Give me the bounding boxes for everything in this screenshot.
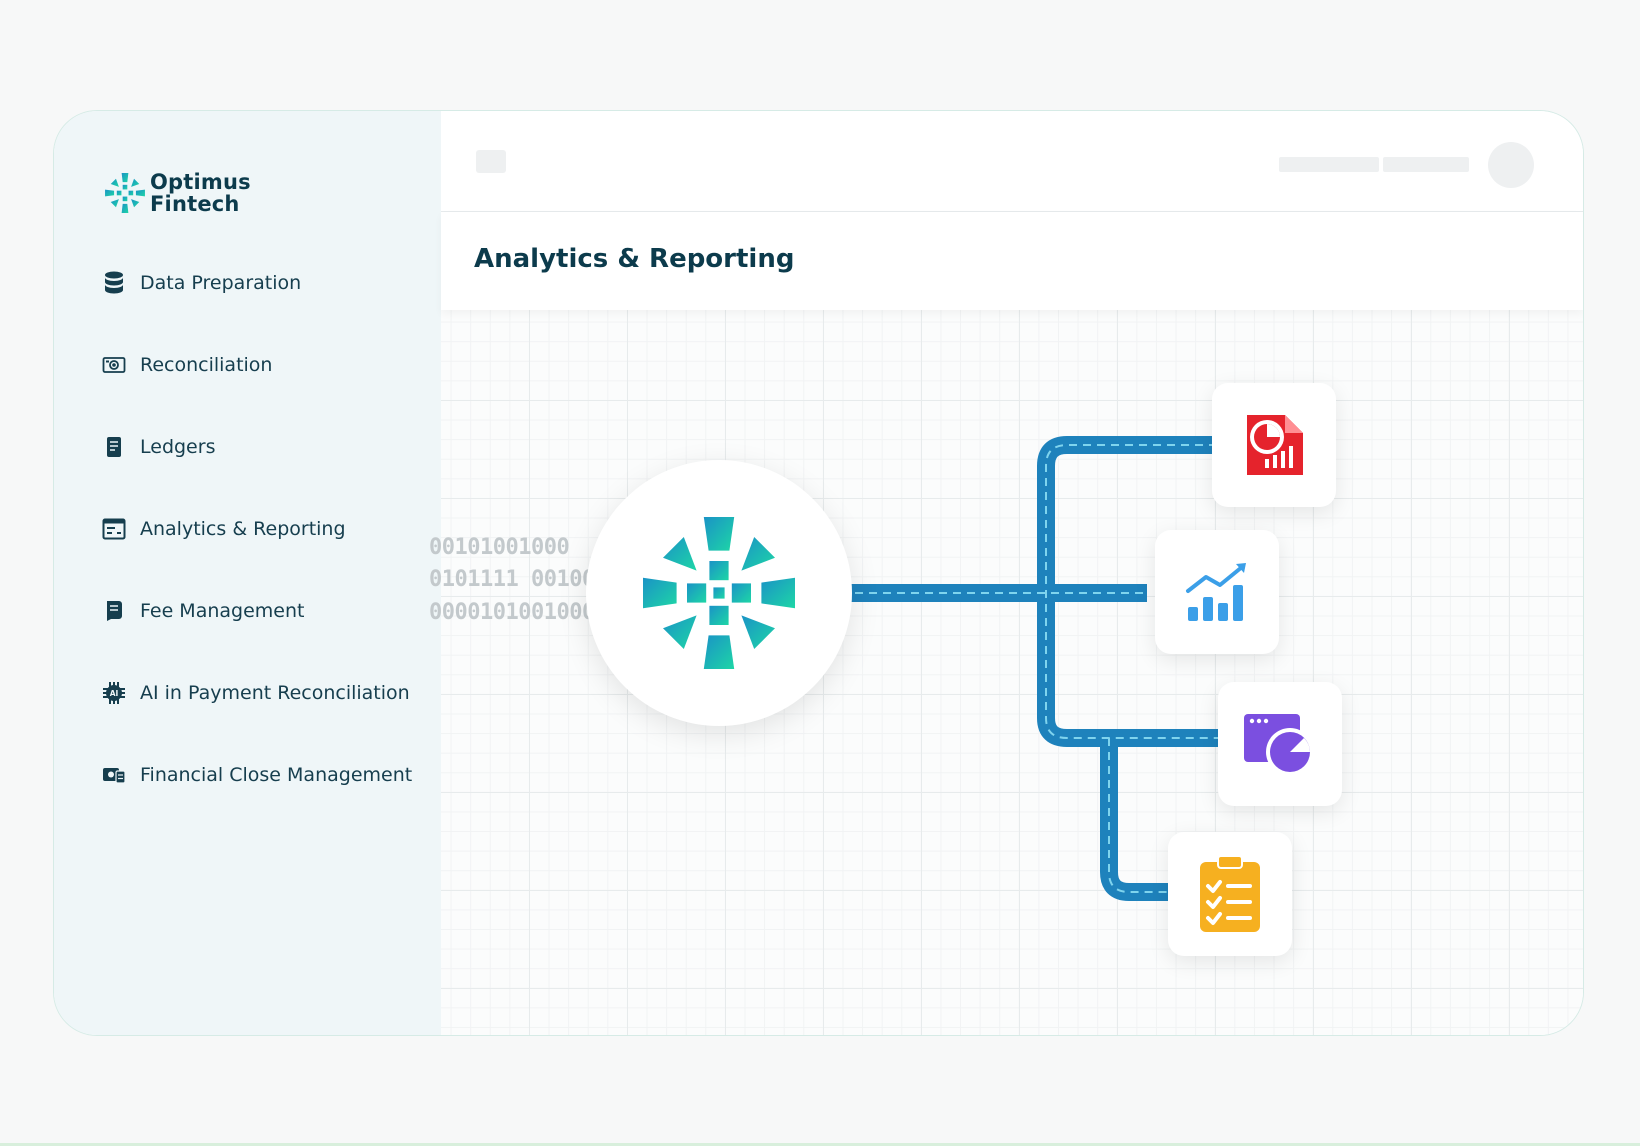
sidebar-item-ai-payment-reconciliation[interactable]: AI AI in Payment Reconciliation: [102, 681, 410, 705]
hub-logo-circle: [586, 460, 852, 726]
sidebar-item-label: Reconciliation: [140, 354, 273, 376]
topbar-placeholder-2: [1383, 157, 1469, 172]
fee-icon: [102, 599, 126, 623]
sidebar-item-label: Financial Close Management: [140, 764, 413, 786]
brand-logo[interactable]: Optimus Fintech: [104, 171, 251, 215]
dashboard-pie-icon: [1244, 714, 1314, 776]
sidebar-item-ledgers[interactable]: Ledgers: [102, 435, 215, 459]
report-card[interactable]: [1212, 383, 1336, 507]
bar-chart-icon: [1186, 563, 1246, 621]
optimus-hub-icon: [643, 517, 795, 669]
financial-close-icon: [102, 763, 126, 787]
topbar-placeholder-1: [1279, 157, 1379, 172]
brand-line1: Optimus: [150, 170, 251, 194]
checklist-card[interactable]: [1168, 832, 1292, 956]
sidebar-item-analytics-reporting[interactable]: Analytics & Reporting: [102, 517, 346, 541]
sidebar-item-reconciliation[interactable]: Reconciliation: [102, 353, 272, 377]
main-area: Analytics & Reporting 00101001000 010111…: [429, 111, 1583, 1035]
sidebar-item-label: Data Preparation: [140, 272, 302, 294]
binary-text-line: 0000101001000: [429, 600, 595, 625]
workflow-canvas: 00101001000 0101111 00100 0000101001000: [429, 310, 1583, 1035]
analytics-icon: [102, 517, 126, 541]
sidebar-item-data-preparation[interactable]: Data Preparation: [102, 271, 301, 295]
avatar[interactable]: [1488, 142, 1534, 188]
bottom-edge: [0, 1143, 1640, 1146]
sidebar-item-financial-close[interactable]: Financial Close Management: [102, 763, 412, 787]
page-title: Analytics & Reporting: [474, 244, 795, 274]
sidebar-item-fee-management[interactable]: Fee Management: [102, 599, 304, 623]
optimus-logo-icon: [105, 173, 145, 213]
app-window: Optimus Fintech Data Preparation: [53, 110, 1584, 1036]
analytics-card[interactable]: [1155, 530, 1279, 654]
sidebar-item-label: Analytics & Reporting: [140, 518, 346, 540]
checklist-icon: [1200, 855, 1260, 932]
binary-text-line: 0101111 00100: [429, 567, 595, 592]
dashboard-card[interactable]: [1218, 682, 1342, 806]
menu-placeholder[interactable]: [476, 150, 506, 173]
camera-icon: [102, 353, 126, 377]
binary-text-line: 00101001000: [429, 535, 570, 560]
sidebar: Optimus Fintech Data Preparation: [54, 111, 441, 1035]
top-bar: [441, 111, 1583, 212]
ledger-icon: [102, 435, 126, 459]
svg-text:AI: AI: [110, 689, 119, 698]
pdf-report-icon: [1247, 415, 1303, 475]
title-bar: Analytics & Reporting: [441, 212, 1583, 310]
sidebar-item-label: Fee Management: [140, 600, 305, 622]
connector-pipes: [841, 436, 1237, 901]
sidebar-item-label: Ledgers: [140, 436, 216, 458]
ai-chip-icon: AI: [102, 681, 126, 705]
sidebar-item-label: AI in Payment Reconciliation: [140, 682, 410, 704]
database-icon: [102, 271, 126, 295]
brand-line2: Fintech: [150, 192, 240, 216]
